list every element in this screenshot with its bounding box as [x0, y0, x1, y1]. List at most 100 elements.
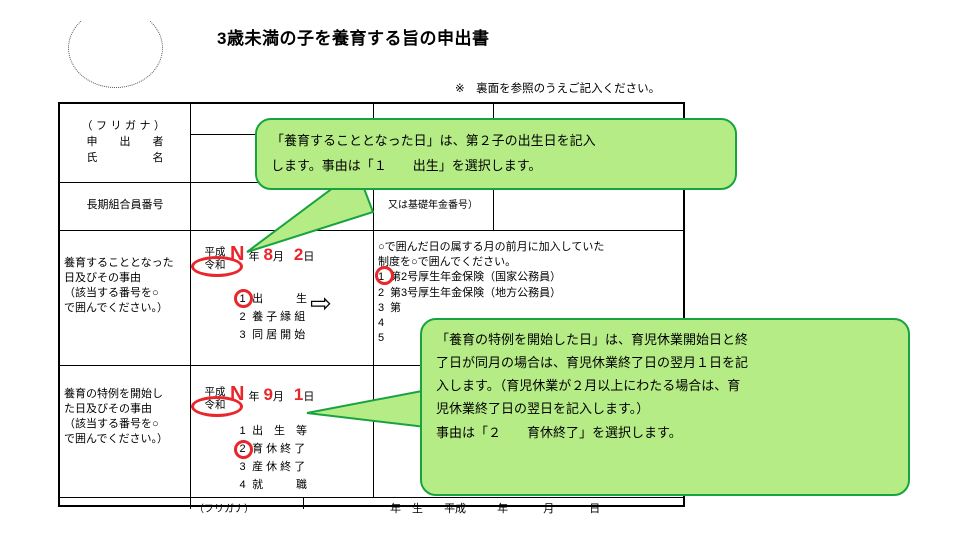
insurance-item-1[interactable]: 1 第2号厚生年金保険（国家公務員）: [378, 270, 678, 285]
insurance-note-line-1: ○で囲んだ日の属する月の前月に加入していた: [378, 241, 605, 253]
insurance-item-2-num[interactable]: 2: [378, 286, 385, 299]
label-applicant-name: （フリガナ） 申 出 者 氏 名: [60, 104, 190, 182]
callout-special-rule-line-1: 「養育の特例を開始した日」は、育児休業開始日と終: [436, 332, 749, 347]
col-divider-bottom-2: [303, 497, 304, 509]
reason-option-2-1[interactable]: 1 出 生 等: [236, 422, 307, 440]
date-1-year-value[interactable]: N: [230, 243, 245, 265]
row-divider-2: [60, 230, 683, 231]
insurance-item-1-text: 第2号厚生年金保険（国家公務員）: [390, 271, 562, 284]
label-bottom-furigana: （フリガナ）: [194, 500, 304, 515]
bottom-field-4: 月: [543, 503, 555, 515]
reason-option-1-2[interactable]: 2 養 子 縁 組: [236, 308, 307, 326]
callout-special-rule-line-2: 了日が同月の場合は、育児休業終了日の翌月１日を記: [436, 355, 749, 371]
callout-birth-date-tail: [245, 168, 375, 255]
reason-option-1-3[interactable]: 3 同 居 開 始: [236, 326, 307, 344]
date-2-day-unit: 日: [303, 391, 315, 403]
era-selector-2[interactable]: 平成 令和: [198, 386, 232, 412]
col-divider-bottom-1: [190, 497, 191, 509]
insurance-item-5[interactable]: 5: [378, 331, 678, 346]
reason-option-2-3[interactable]: 3 産 休 終 了: [236, 458, 307, 476]
insurance-item-3-text: 第: [390, 301, 401, 314]
applicant-name-line-3: 氏 名: [86, 151, 164, 164]
special-rule-line-2: た日及びその事由: [64, 402, 152, 415]
date-1-month-unit: 月: [272, 251, 284, 263]
bottom-field-5: 日: [589, 503, 601, 515]
page-title: 3歳未満の子を養育する旨の申出書: [217, 29, 490, 48]
special-rule-line-4: で囲んでください。）: [64, 432, 168, 445]
insurance-item-2-text: 第3号厚生年金保険（地方公務員）: [390, 286, 562, 299]
basic-pension-number-text: 又は基礎年金番号）: [388, 199, 478, 211]
reference-note: ※ 裏面を参照のうえご記入ください。: [455, 83, 661, 95]
reason-options-2[interactable]: 1 出 生 等 2 育 休 終 了 3 産 休 終 了 4 就 職: [236, 422, 307, 495]
era-reiwa-1[interactable]: 令和: [204, 259, 226, 272]
label-basic-pension-number: 又は基礎年金番号）: [373, 182, 493, 230]
reason-option-1-1[interactable]: 1 出 生: [236, 290, 307, 308]
date-2-month-value[interactable]: 9: [263, 385, 273, 404]
reason-option-1-1-text: 出 生: [252, 293, 308, 305]
insurance-item-4[interactable]: 4: [378, 316, 678, 331]
dotted-circle-decoration: [68, 8, 163, 88]
childcare-start-line-1: 養育することとなった: [64, 257, 174, 269]
insurance-item-3-num[interactable]: 3: [378, 301, 385, 314]
era-heisei-2[interactable]: 平成: [204, 386, 226, 398]
bottom-field-3: 年: [497, 503, 509, 515]
insurance-item-1-num[interactable]: 1: [378, 271, 385, 284]
callout-birth-date-line-2: します。事由は「１ 出生」を選択します。: [271, 158, 542, 174]
callout-special-rule-line-3: 入します。（育児休業が２月以上にわたる場合は、育: [436, 378, 741, 394]
col-divider-4: [373, 230, 374, 497]
special-rule-line-1: 養育の特例を開始し: [64, 388, 163, 400]
reason-option-2-4[interactable]: 4 就 職: [236, 476, 307, 494]
reason-options-1[interactable]: 1 出 生 2 養 子 縁 組 3 同 居 開 始: [236, 290, 307, 344]
special-rule-line-3: （該当する番号を○: [64, 417, 159, 430]
callout-birth-date-line-1: 「養育することとなった日」は、第２子の出生日を記入: [271, 133, 596, 148]
member-number-label: 長期組合員番号: [86, 199, 164, 212]
applicant-name-line-1: （フリガナ）: [81, 120, 169, 133]
childcare-start-line-4: で囲んでください。）: [64, 301, 168, 314]
reason-option-2-4-text: 就 職: [252, 479, 308, 492]
date-1-month-value[interactable]: 8: [263, 245, 273, 264]
date-2-year-unit: 年: [248, 391, 260, 403]
reason-option-1-3-num[interactable]: 3: [239, 329, 246, 342]
bottom-furigana-text: （フリガナ）: [194, 504, 254, 515]
reason-option-1-1-num[interactable]: 1: [239, 293, 246, 305]
era-heisei-1[interactable]: 平成: [204, 246, 226, 258]
label-special-rule-start: 養育の特例を開始し た日及びその事由 （該当する番号を○ で囲んでください。）: [64, 387, 190, 446]
reason-option-2-2[interactable]: 2 育 休 終 了: [236, 440, 307, 458]
date-1-year-unit: 年: [248, 251, 260, 263]
insurance-item-5-num[interactable]: 5: [378, 332, 385, 345]
row-divider-4: [60, 497, 683, 498]
reason-option-2-1-text: 出 生 等: [252, 425, 308, 437]
col-divider-1: [190, 104, 191, 505]
era-reiwa-2[interactable]: 令和: [204, 399, 226, 412]
date-2-year-value[interactable]: N: [230, 383, 245, 405]
bottom-field-2: 平成: [444, 503, 467, 515]
date-2-month-unit: 月: [272, 391, 284, 403]
reason-option-1-2-num[interactable]: 2: [239, 311, 246, 324]
reason-option-2-3-num[interactable]: 3: [239, 461, 246, 474]
insurance-note-line-2: 制度を○で囲んでください。: [378, 256, 517, 269]
date-2-day-value[interactable]: 1: [293, 385, 304, 404]
childcare-start-line-3: （該当する番号を○: [64, 286, 159, 299]
reason-option-2-2-num[interactable]: 2: [239, 443, 246, 456]
callout-special-rule-line-4: 児休業終了日の翌日を記入します。）: [436, 401, 650, 417]
insurance-system-note: ○で囲んだ日の属する月の前月に加入していた 制度を○で囲んでください。 1 第2号…: [378, 240, 678, 346]
label-member-number: 長期組合員番号: [60, 182, 190, 230]
reason-option-2-3-text: 産 休 終 了: [252, 461, 306, 474]
insurance-item-4-num[interactable]: 4: [378, 316, 385, 329]
bottom-row-fields: 年 生 平成 年 月 日: [390, 500, 680, 516]
row-divider-3: [60, 365, 683, 366]
right-arrow-icon: ⇨: [310, 288, 332, 318]
reason-option-2-4-num[interactable]: 4: [239, 479, 246, 492]
reason-option-2-1-num[interactable]: 1: [239, 425, 246, 437]
date-1-day-value[interactable]: 2: [293, 245, 304, 264]
label-childcare-start: 養育することとなった 日及びその事由 （該当する番号を○ で囲んでください。）: [64, 256, 190, 315]
bottom-field-1: 年 生: [390, 503, 423, 515]
insurance-item-2[interactable]: 2 第3号厚生年金保険（地方公務員）: [378, 286, 678, 301]
childcare-start-line-2: 日及びその事由: [64, 271, 141, 284]
date-1-day-unit: 日: [303, 251, 315, 263]
era-selector-1[interactable]: 平成 令和: [198, 246, 232, 272]
